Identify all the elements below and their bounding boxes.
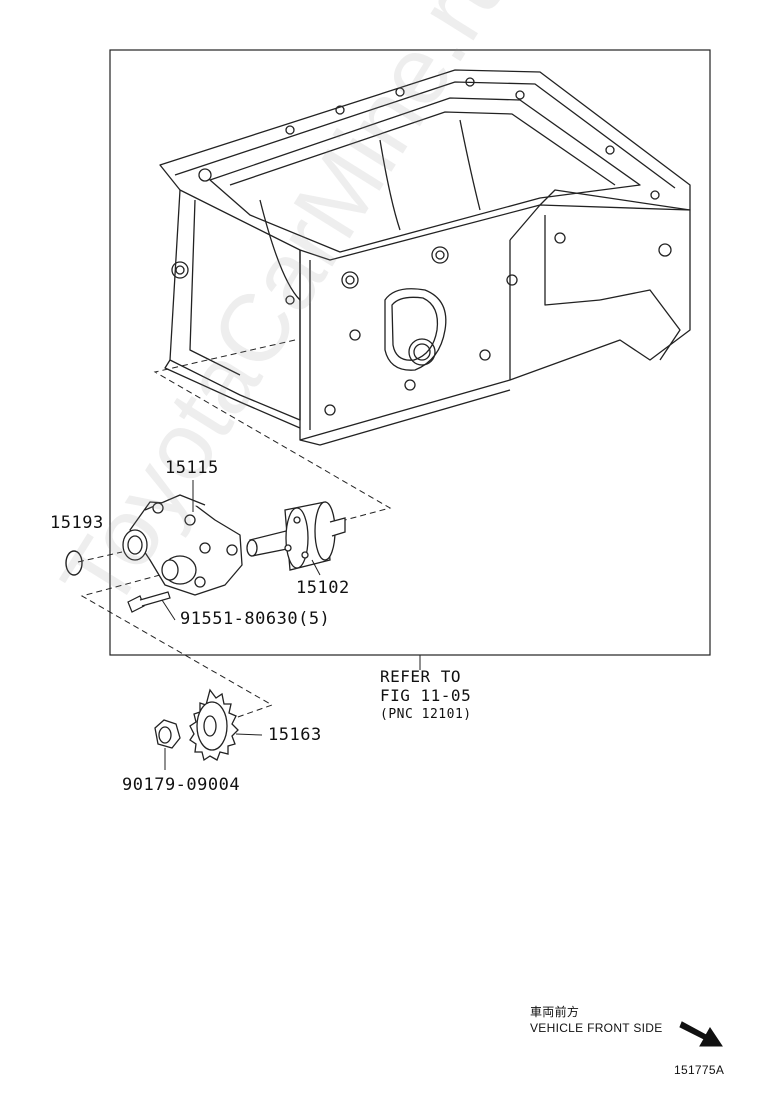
figure-id: 151775A	[674, 1063, 725, 1077]
assembly-frame	[109, 49, 711, 656]
part-label-91551-80630: 91551-80630(5)	[180, 609, 331, 629]
part-label-15102: 15102	[296, 578, 350, 598]
pump-rotor-shaft	[246, 501, 346, 571]
part-label-90179-09004: 90179-09004	[122, 775, 241, 795]
leader-lines	[161, 480, 421, 770]
refer-line-1: REFER TO	[380, 667, 462, 686]
vehicle-front-arrow-icon	[679, 1021, 723, 1047]
refer-line-3: (PNC 12101)	[380, 707, 472, 722]
refer-line-2: FIG 11-05	[380, 686, 472, 705]
vehicle-front-en: VEHICLE FRONT SIDE	[530, 1021, 663, 1035]
part-label-15193: 15193	[50, 513, 104, 533]
part-label-15163: 15163	[268, 725, 322, 745]
vehicle-front-jp: 車両前方	[530, 1005, 580, 1019]
part-label-15115: 15115	[165, 458, 219, 478]
oil-pump-body	[122, 494, 243, 596]
sprocket-nut	[154, 719, 181, 749]
engine-block-drawing	[159, 69, 691, 446]
o-ring	[65, 550, 83, 576]
pump-bolt	[127, 591, 171, 613]
pump-sprocket	[189, 688, 239, 762]
